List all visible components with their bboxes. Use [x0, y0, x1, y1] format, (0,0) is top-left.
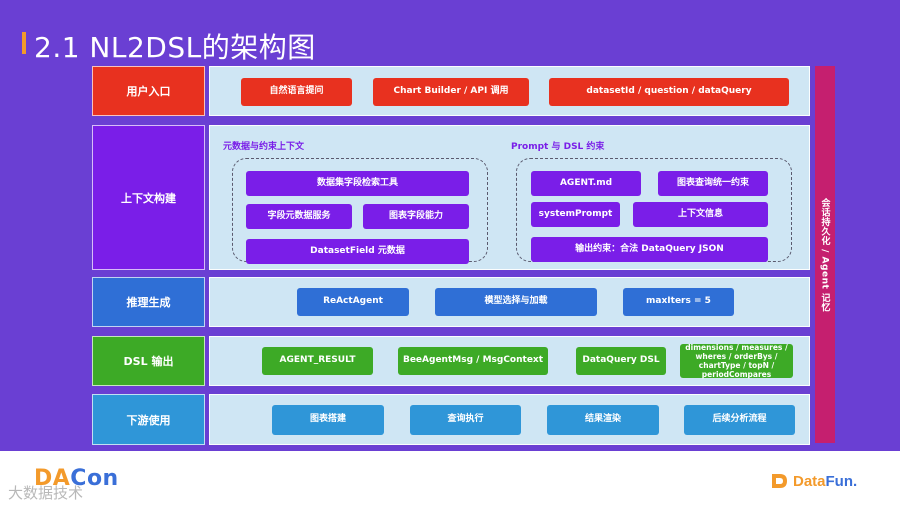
datafun-logo-text: DataFun. — [793, 473, 857, 490]
node-agent-md: AGENT.md — [531, 171, 641, 196]
node-react-agent: ReActAgent — [297, 288, 409, 316]
dacon-logo-subtitle: 大数据技术 — [8, 484, 84, 502]
side-bar-label: 会话持久化 / Agent 记忆 — [819, 197, 830, 312]
node-natural-language-question: 自然语言提问 — [241, 78, 352, 106]
node-output-constraint: 输出约束：合法 DataQuery JSON — [531, 237, 768, 262]
side-bar-session-memory: 会话持久化 / Agent 记忆 — [815, 66, 835, 443]
row-reasoning: 推理生成 ReActAgent 模型选择与加载 maxIters = 5 — [92, 277, 810, 327]
node-dsl-fields: dimensions / measures / wheres / orderBy… — [680, 343, 793, 379]
row-downstream: 下游使用 图表搭建 查询执行 结果渲染 后续分析流程 — [92, 394, 810, 445]
row-dsl-output: DSL 输出 AGENT_RESULT BeeAgentMsg / MsgCon… — [92, 336, 810, 386]
node-query-execution: 查询执行 — [410, 405, 521, 435]
datafun-logo-icon — [770, 472, 790, 490]
datafun-logo-text-b: Fun. — [825, 472, 858, 490]
node-dataset-field-search: 数据集字段检索工具 — [246, 171, 469, 196]
node-bee-agent-msg: BeeAgentMsg / MsgContext — [398, 347, 548, 375]
group-title-metadata: 元数据与约束上下文 — [223, 142, 305, 152]
node-model-selection: 模型选择与加载 — [435, 288, 597, 316]
architecture-diagram: 用户入口 自然语言提问 Chart Builder / API 调用 datas… — [92, 66, 810, 446]
dacon-logo-main: DA — [34, 466, 71, 491]
row-label-downstream: 下游使用 — [92, 394, 205, 445]
row-label-reasoning: 推理生成 — [92, 277, 205, 327]
node-system-prompt: systemPrompt — [531, 202, 620, 227]
row-user-entry: 用户入口 自然语言提问 Chart Builder / API 调用 datas… — [92, 66, 810, 116]
row-body-reasoning: ReActAgent 模型选择与加载 maxIters = 5 — [209, 277, 810, 327]
node-chart-building: 图表搭建 — [272, 405, 384, 435]
row-body-dsl-output: AGENT_RESULT BeeAgentMsg / MsgContext Da… — [209, 336, 810, 386]
node-chart-builder-api: Chart Builder / API 调用 — [373, 78, 529, 106]
node-dataquery-dsl: DataQuery DSL — [576, 347, 666, 375]
group-title-prompt: Prompt 与 DSL 约束 — [511, 142, 605, 152]
node-dataset-params: datasetId / question / dataQuery — [549, 78, 789, 106]
row-context: 上下文构建 元数据与约束上下文 数据集字段检索工具 字段元数据服务 图表字段能力… — [92, 125, 810, 270]
node-chart-query-constraint: 图表查询统一约束 — [658, 171, 768, 196]
page-title: 2.1 NL2DSL的架构图 — [34, 31, 316, 64]
row-label-user-entry: 用户入口 — [92, 66, 205, 116]
title-accent-bar — [22, 32, 26, 54]
node-max-iters: maxIters = 5 — [623, 288, 734, 316]
row-label-dsl-output: DSL 输出 — [92, 336, 205, 386]
node-followup-analysis: 后续分析流程 — [684, 405, 795, 435]
row-label-context: 上下文构建 — [92, 125, 205, 270]
node-context-info: 上下文信息 — [633, 202, 768, 227]
node-agent-result: AGENT_RESULT — [262, 347, 373, 375]
row-body-context: 元数据与约束上下文 数据集字段检索工具 字段元数据服务 图表字段能力 Datas… — [209, 125, 810, 270]
node-chart-field-capability: 图表字段能力 — [363, 204, 469, 229]
footer — [0, 451, 900, 506]
row-body-user-entry: 自然语言提问 Chart Builder / API 调用 datasetId … — [209, 66, 810, 116]
node-dataset-field-metadata: DatasetField 元数据 — [246, 239, 469, 264]
node-field-metadata-service: 字段元数据服务 — [246, 204, 352, 229]
datafun-logo-text-a: Data — [793, 472, 826, 490]
datafun-logo: DataFun. — [770, 468, 857, 494]
dacon-logo: DACon — [34, 466, 119, 491]
node-result-rendering: 结果渲染 — [547, 405, 659, 435]
row-body-downstream: 图表搭建 查询执行 结果渲染 后续分析流程 — [209, 394, 810, 445]
dacon-logo-accent: Con — [70, 466, 119, 491]
